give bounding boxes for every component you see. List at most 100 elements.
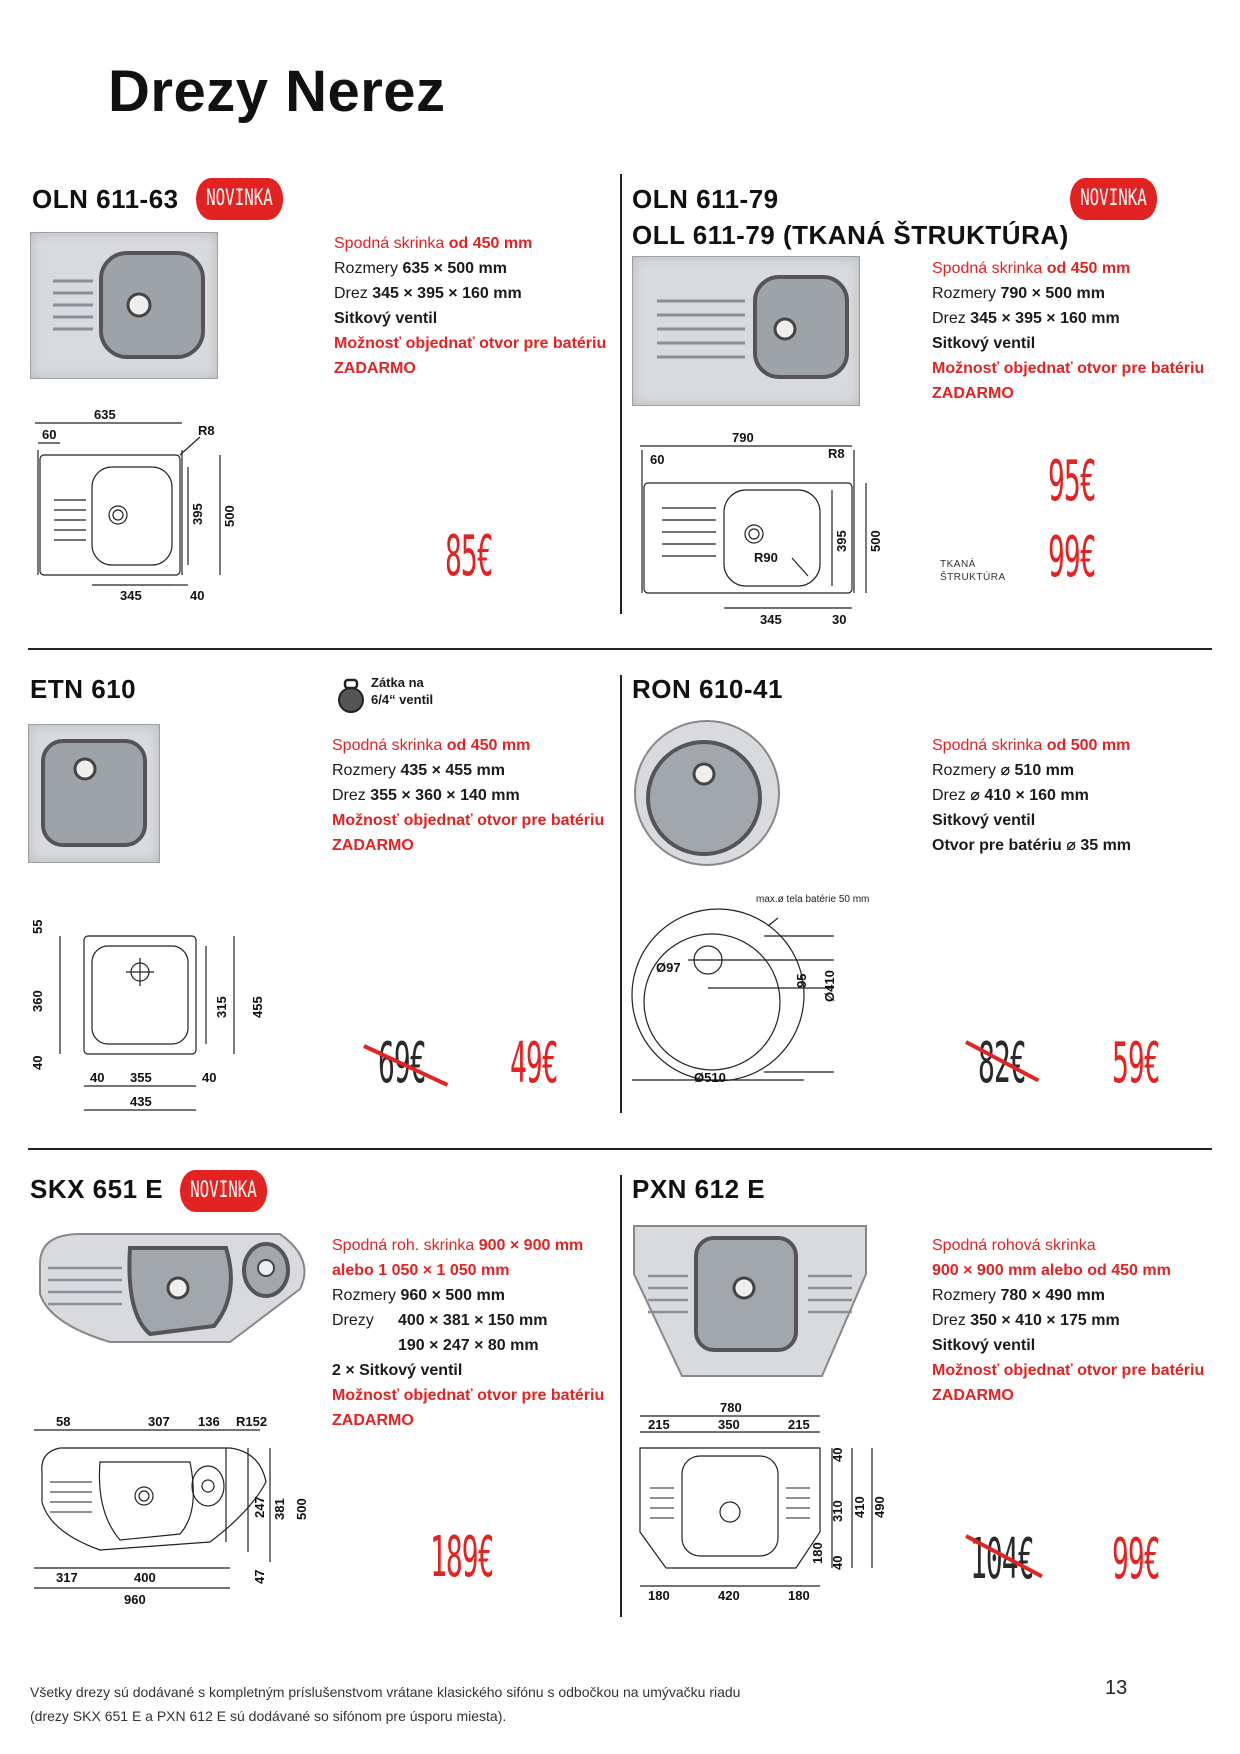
spec-tap-hole: Otvor pre batériu ⌀ 35 mm	[932, 837, 1132, 854]
dim-radius: R8	[198, 423, 215, 438]
spec-valve: Sitkový ventil	[932, 1337, 1036, 1354]
dim-bowl-diameter: Ø410	[822, 970, 837, 1002]
product-specs: Spodná skrinka od 450 mm Rozmery 435 × 4…	[332, 733, 604, 858]
dim-bottom-right: 180	[788, 1588, 810, 1603]
spec-option: Možnosť objednať otvor pre batériu	[932, 1362, 1205, 1379]
spec-bowl: Drez 355 × 360 × 140 mm	[332, 787, 520, 804]
spec-valve: Sitkový ventil	[334, 310, 438, 327]
dim-bowl-width: 400	[134, 1570, 156, 1585]
row-divider-2	[28, 1148, 1212, 1150]
old-price: 104€	[970, 1527, 1034, 1592]
new-badge: NOVINKA	[1070, 178, 1157, 220]
column-divider-1	[620, 174, 622, 614]
dim-width: 635	[94, 407, 116, 422]
dim-total-width: 960	[124, 1592, 146, 1607]
woven-structure-note: TKANÁ ŠTRUKTÚRA	[940, 559, 1006, 583]
spec-cabinet-alt: 900 × 900 mm alebo od 450 mm	[932, 1262, 1171, 1279]
price: 189€	[430, 1525, 494, 1590]
plug-icon	[334, 674, 368, 719]
spec-valve: Sitkový ventil	[932, 812, 1036, 829]
spec-valve: Sitkový ventil	[932, 335, 1036, 352]
price: 95€	[1048, 449, 1097, 514]
product-photo	[30, 232, 218, 379]
sink-photo-illustration	[634, 720, 780, 866]
dim-inner-radius: R90	[754, 550, 778, 565]
sink-photo-illustration	[633, 1225, 867, 1377]
dim-total-height: 500	[294, 1498, 309, 1520]
spec-free: ZADARMO	[332, 837, 414, 854]
price: 59€	[1112, 1031, 1161, 1096]
technical-drawing: Ø97 95 Ø410 Ø510	[631, 908, 837, 1085]
dim-left: 60	[42, 427, 56, 442]
dim-total-height: 490	[872, 1496, 887, 1518]
dim-width: 790	[732, 430, 754, 445]
technical-drawing: 635 60 R8 395 500 345 40	[35, 407, 237, 603]
price-woven: 99€	[1048, 525, 1097, 590]
footer-note: Všetky drezy sú dodávané s kompletným pr…	[30, 1680, 740, 1728]
spec-cabinet: Spodná skrinka od 450 mm	[932, 260, 1131, 277]
product-photo	[632, 256, 860, 406]
spec-free: ZADARMO	[932, 385, 1014, 402]
column-divider-3	[620, 1175, 622, 1617]
dim-left-edge: 58	[56, 1414, 70, 1429]
technical-drawing: 58 307 136 R152 247 381 500 47 317 400 9…	[34, 1414, 309, 1607]
spec-cabinet-alt: alebo 1 050 × 1 050 mm	[332, 1262, 510, 1279]
technical-drawing: 55 360 40 40 355 40 435 315 455	[30, 920, 265, 1111]
spec-option: Možnosť objednať otvor pre batériu	[332, 812, 605, 829]
dim-bowl-width: 345	[120, 588, 142, 603]
spec-option: Možnosť objednať otvor pre batériu	[332, 1387, 605, 1404]
product-name: OLN 611-63	[32, 184, 179, 214]
sink-photo-illustration	[41, 739, 147, 847]
spec-size: Rozmery 960 × 500 mm	[332, 1287, 505, 1304]
old-price: 82€	[978, 1034, 1027, 1094]
spec-cabinet: Spodná roh. skrinka 900 × 900 mm	[332, 1237, 584, 1254]
spec-cabinet: Spodná skrinka od 500 mm	[932, 737, 1131, 754]
price: 49€	[510, 1031, 559, 1096]
spec-cabinet: Spodná skrinka od 450 mm	[334, 235, 533, 252]
sink-photo-illustration	[39, 1233, 306, 1343]
product-name: ETN 610	[30, 674, 137, 704]
dim-bottom-left: 180	[648, 1588, 670, 1603]
dim-corner: 180	[810, 1542, 825, 1564]
dim-bowl-height: 410	[852, 1496, 867, 1518]
dim-bottom: 40	[30, 1056, 45, 1070]
product-name: PXN 612 E	[632, 1174, 766, 1204]
dim-left-edge: 40	[90, 1070, 104, 1085]
dim-total-height: 500	[868, 530, 883, 552]
dim-total-height: 500	[222, 505, 237, 527]
dim-radius: R8	[828, 446, 845, 461]
dim-right-mid: 310	[830, 1500, 845, 1522]
dim-right-bottom: 40	[830, 1556, 845, 1570]
product-specs: Spodná skrinka od 500 mm Rozmery ⌀ 510 m…	[932, 733, 1131, 858]
spec-bowl: Drez 345 × 395 × 160 mm	[334, 285, 522, 302]
technical-drawing: 790 60 R8 R90 395 500 345 30	[640, 430, 883, 627]
product-specs: Spodná roh. skrinka 900 × 900 mm alebo 1…	[332, 1233, 604, 1433]
dim-radius: R152	[236, 1414, 267, 1429]
dim-edge: 30	[832, 612, 846, 627]
sink-photo-illustration	[657, 275, 849, 379]
footer-line-1: Všetky drezy sú dodávané s kompletným pr…	[30, 1684, 741, 1700]
spec-option: Možnosť objednať otvor pre batériu	[334, 335, 607, 352]
spec-cabinet: Spodná skrinka od 450 mm	[332, 737, 531, 754]
product-specs: Spodná rohová skrinka 900 × 900 mm alebo…	[932, 1233, 1204, 1408]
product-photo	[30, 1224, 320, 1359]
spec-size: Rozmery 790 × 500 mm	[932, 285, 1105, 302]
product-name: OLN 611-79	[632, 184, 779, 214]
spec-size: Rozmery 435 × 455 mm	[332, 762, 505, 779]
dim-total-width: 780	[720, 1400, 742, 1415]
dim-right-edge: 40	[202, 1070, 216, 1085]
dim-right-top: 40	[830, 1448, 845, 1462]
spec-size: Rozmery 635 × 500 mm	[334, 260, 507, 277]
dim-inner-height: 315	[214, 996, 229, 1018]
dim-small-height: 247	[252, 1496, 267, 1518]
dim-bowl-height: 360	[30, 990, 45, 1012]
sink-photo-illustration	[53, 251, 205, 359]
dim-total-height: 455	[250, 996, 265, 1018]
dim-small-bowl: 136	[198, 1414, 220, 1429]
spec-free: ZADARMO	[334, 360, 416, 377]
spec-bowl: Drez ⌀ 410 × 160 mm	[932, 787, 1089, 804]
spec-valve: 2 × Sitkový ventil	[332, 1362, 463, 1379]
page-title: Drezy Nerez	[108, 59, 446, 124]
product-name: SKX 651 E	[30, 1174, 164, 1204]
